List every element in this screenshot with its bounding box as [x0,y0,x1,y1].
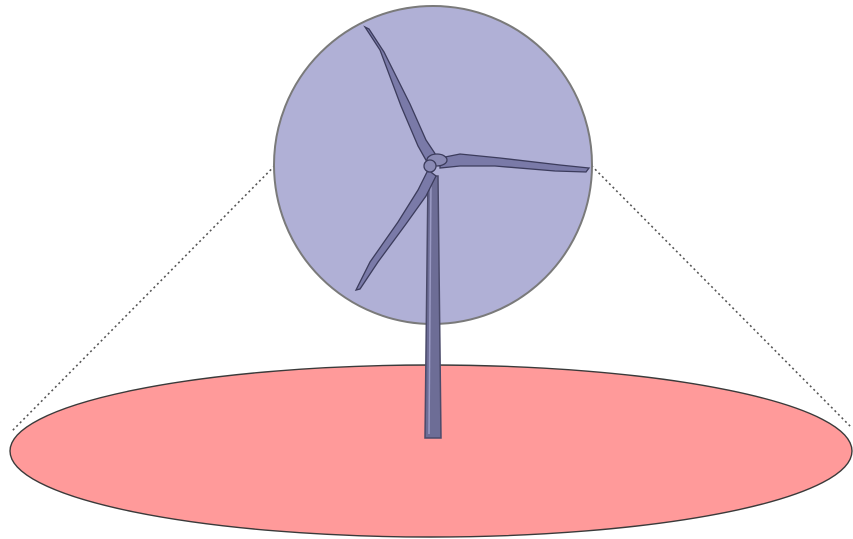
dotted-cone [11,5,852,432]
turbine-blade-lower [354,169,437,291]
cone-line-right-outer [432,5,852,428]
turbine-hub [423,159,437,173]
tower-highlight [428,179,432,435]
wind-turbine-icon [354,25,591,439]
turbine-tower [424,175,442,439]
turbine-blade-right [439,153,591,173]
turbine-blade-upper [363,25,439,163]
